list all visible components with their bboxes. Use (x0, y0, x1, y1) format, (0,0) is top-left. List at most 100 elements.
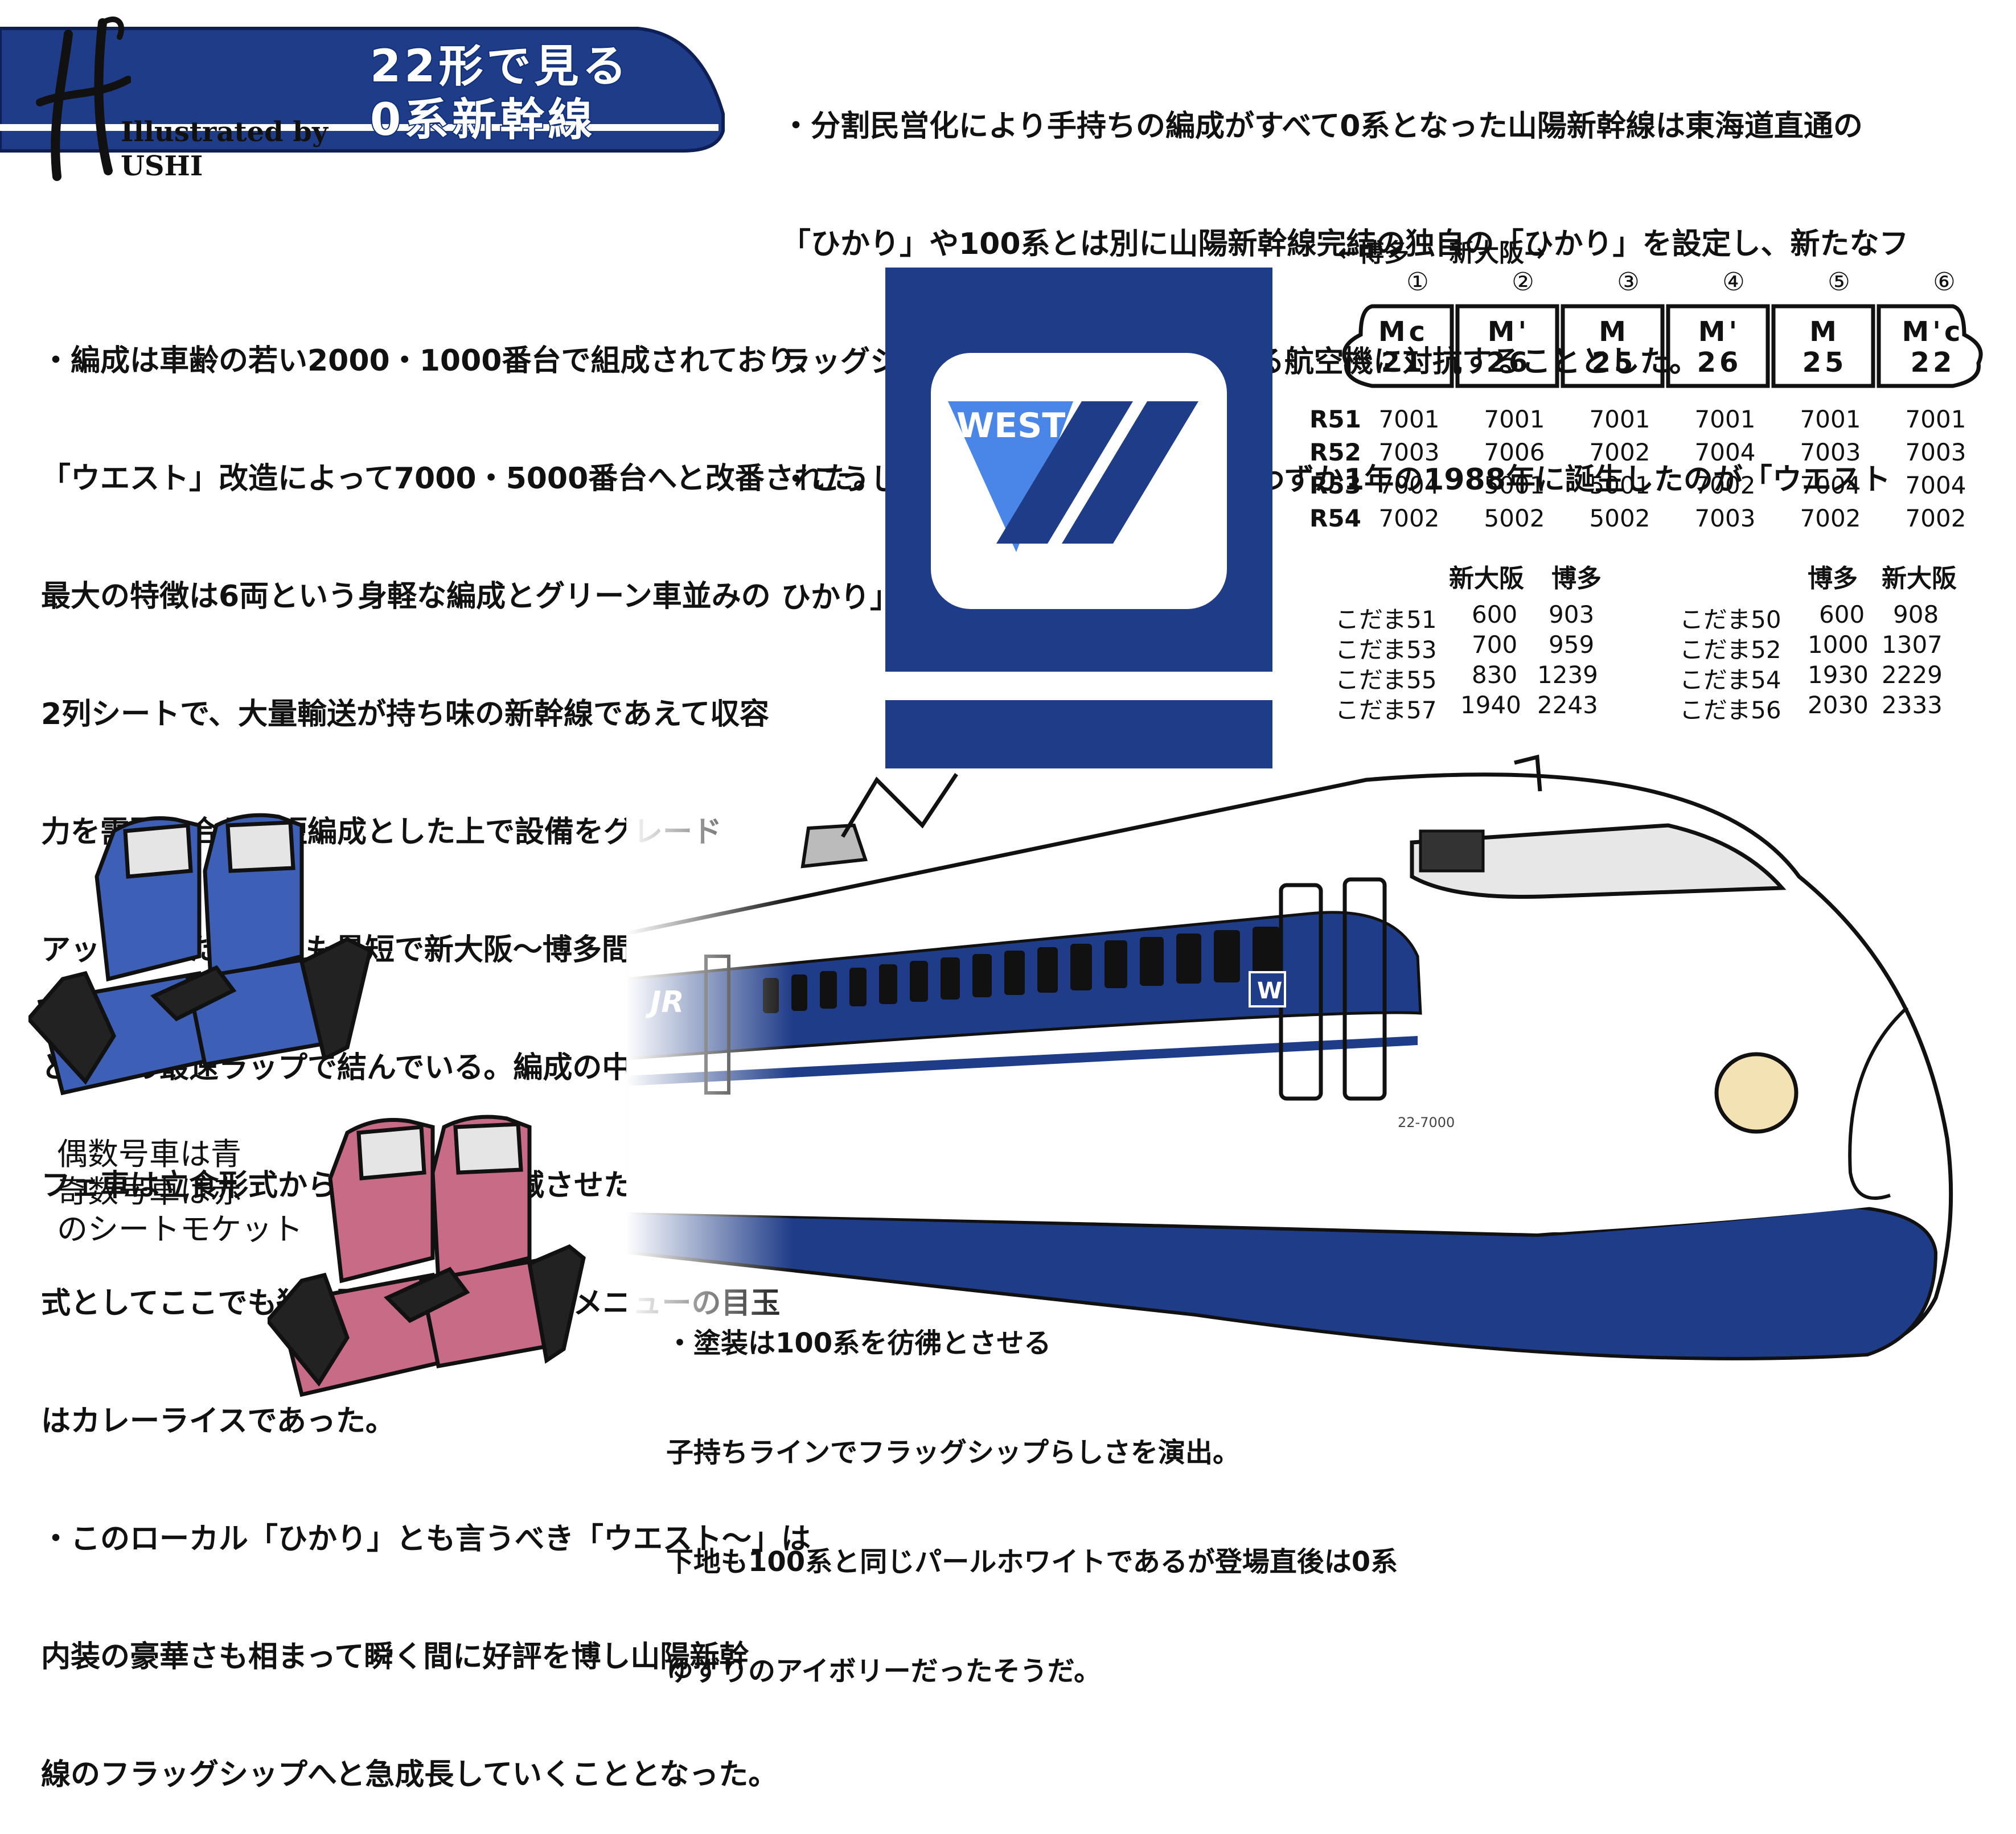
desc-line: 線のフラッグシップへと急成長していくこととなった。 (41, 1758, 778, 1792)
train-name: こだま52 (1680, 636, 1781, 664)
set-cell: 5001 (1484, 471, 1545, 499)
train-time: 903 (1549, 601, 1595, 628)
blue-seats-illustration (28, 813, 373, 1096)
set-name: R53 (1309, 471, 1361, 499)
train-time: 908 (1893, 601, 1939, 628)
train-time: 1000 (1808, 631, 1869, 659)
set-cell: 7002 (1589, 438, 1650, 466)
set-cell: 5002 (1589, 504, 1650, 532)
livery-line: ゆずりのアイボリーだったそうだ。 (666, 1655, 1102, 1687)
car-number: ④ (1722, 268, 1745, 297)
desc-line: 「ウエスト」改造によって7000・5000番台へと改番された。 (41, 462, 883, 496)
desc-line: 最大の特徴は6両という身軽な編成とグリーン車並みの (41, 579, 771, 614)
timetable-header: 新大阪 (1449, 564, 1524, 593)
train-time: 830 (1472, 661, 1518, 689)
formation-diagram (1342, 304, 1983, 388)
set-cell: 7001 (1694, 405, 1756, 433)
train-time: 1940 (1460, 691, 1521, 719)
page-title-line1: 22形で見る (369, 40, 630, 93)
seat-note-line: 偶数号車は青 (57, 1136, 241, 1172)
train-name: こだま50 (1680, 606, 1781, 634)
set-cell: 7004 (1694, 438, 1756, 466)
train-time: 1307 (1882, 631, 1943, 659)
train-name: こだま55 (1335, 666, 1437, 694)
direction-left: ←博多 (1338, 238, 1409, 268)
set-cell: 7001 (1484, 405, 1545, 433)
car-number: ② (1512, 268, 1534, 297)
train-time: 600 (1472, 601, 1518, 628)
timetable-header: 博多 (1808, 564, 1858, 593)
train-time: 2229 (1882, 661, 1943, 689)
livery-line: 下地も100系と同じパールホワイトであるが登場直後は0系 (666, 1546, 1398, 1578)
intro-line: 「ひかり」や100系とは別に山陽新幹線完結の独自の「ひかり」を設定し、新たなフ (781, 227, 1909, 261)
train-name: こだま53 (1335, 636, 1437, 664)
set-cell: 5002 (1484, 504, 1545, 532)
set-cell: 5001 (1589, 471, 1650, 499)
set-cell: 7002 (1905, 504, 1966, 532)
car-label: M'26 (1457, 316, 1560, 378)
desc-line: ・編成は車齢の若い2000・1000番台で組成されており、 (41, 344, 825, 378)
seat-note-line: 奇数号車は赤 (57, 1174, 241, 1210)
logo-text: WEST (956, 406, 1065, 446)
car-number: ⑤ (1828, 268, 1850, 297)
seat-note-line: のシートモケット (57, 1211, 303, 1247)
car-number: ① (1406, 268, 1429, 297)
train-time: 600 (1819, 601, 1865, 628)
set-cell: 7004 (1378, 471, 1440, 499)
set-name: R52 (1309, 438, 1361, 466)
desc-line: 2列シートで、大量輸送が持ち味の新幹線であえて収容 (41, 697, 769, 731)
set-cell: 7001 (1589, 405, 1650, 433)
set-cell: 7003 (1694, 504, 1756, 532)
livery-note: ・塗装は100系を彷彿とさせる 子持ちラインでフラッグシップらしさを演出。 下地… (666, 1252, 1398, 1726)
set-cell: 7004 (1905, 471, 1966, 499)
car-type: M'c (1902, 316, 1964, 348)
car-type: M (1809, 316, 1840, 348)
page-title: 22形で見る 0系新幹線 (369, 40, 630, 147)
seat-note: 偶数号車は青 奇数号車は赤 のシートモケット (57, 1136, 303, 1248)
train-time: 2333 (1882, 691, 1943, 719)
set-cell: 7003 (1378, 438, 1440, 466)
car-code: 21 (1381, 347, 1426, 379)
car-number: ⑥ (1933, 268, 1956, 297)
car-number: ③ (1617, 268, 1640, 297)
train-name: こだま57 (1335, 696, 1437, 724)
set-cell: 7002 (1378, 504, 1440, 532)
timetable-header: 博多 (1551, 564, 1602, 593)
west-hikari-logo: WEST (885, 268, 1272, 768)
train-name: こだま56 (1680, 696, 1781, 724)
shinkansen-0-series-illustration: W JR 22-7000 (626, 740, 2016, 1428)
car-code: 26 (1697, 347, 1742, 379)
set-cell: 7003 (1905, 438, 1966, 466)
set-cell: 7001 (1800, 405, 1861, 433)
livery-line: 子持ちラインでフラッグシップらしさを演出。 (666, 1437, 1241, 1469)
train-time: 2243 (1537, 691, 1598, 719)
train-time: 1930 (1808, 661, 1869, 689)
credit-line2: USHI (121, 150, 203, 182)
car-type: M' (1698, 316, 1741, 348)
timetable-header: 新大阪 (1882, 564, 1957, 593)
train-name: こだま51 (1335, 606, 1437, 634)
set-cell: 7002 (1800, 504, 1861, 532)
header-banner (0, 27, 725, 153)
set-cell: 7001 (1905, 405, 1966, 433)
car-type: M (1599, 316, 1629, 348)
train-time: 1239 (1537, 661, 1598, 689)
direction-right: 新大阪→ (1449, 238, 1545, 268)
set-cell: 7003 (1800, 438, 1861, 466)
intro-line: ・分割民営化により手持ちの編成がすべて0系となった山陽新幹線は東海道直通の (781, 109, 1863, 143)
set-cell: 7002 (1694, 471, 1756, 499)
page-title-line2: 0系新幹線 (369, 93, 596, 147)
set-cell: 7004 (1800, 471, 1861, 499)
car-code: 26 (1486, 347, 1531, 379)
car-label: M'26 (1668, 316, 1771, 378)
credit-line1: Illustrated by (121, 116, 328, 148)
signature-logo (36, 17, 131, 181)
train-time: 2030 (1808, 691, 1869, 719)
car-code: 25 (1802, 347, 1847, 379)
car-code: 25 (1591, 347, 1637, 379)
livery-line: ・塗装は100系を彷彿とさせる (666, 1327, 1052, 1359)
